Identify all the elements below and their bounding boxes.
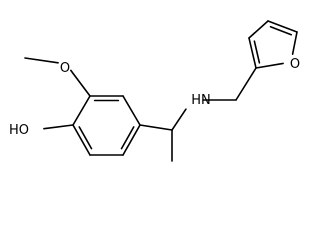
bond-c4-c5 (72, 124, 91, 156)
bond-c6-c1-inner (120, 126, 135, 150)
bond-c4-o_hydroxyl (43, 124, 74, 130)
bond-o_methoxy-c3 (70, 69, 91, 97)
methoxy-oxygen-label: O (60, 61, 70, 76)
bond-c6-c1 (122, 124, 141, 156)
bond-c1-c2 (122, 95, 141, 126)
bond-f2-f3-inner (253, 40, 261, 64)
bond-f3-f4 (248, 20, 269, 39)
bond-f5-f_o (291, 31, 298, 56)
furan-oxygen-label: O (290, 57, 300, 72)
hydroxyl-group: HO (9, 123, 29, 138)
bond-ch3_methoxy-o_methoxy (24, 57, 59, 64)
bond-f4-f5 (267, 20, 298, 33)
bond-layer (24, 20, 298, 162)
chemical-structure-diagram: O HO HN O (9, 20, 300, 162)
hydroxyl-label: HO (9, 123, 29, 138)
bond-ch2-f2 (235, 67, 257, 101)
bond-c4-c5-inner (78, 126, 93, 150)
bond-c3-c4 (72, 95, 91, 126)
methoxy-oxygen-atom: O (60, 61, 70, 76)
bond-f2-f3 (248, 37, 257, 69)
bond-c1-ch (139, 124, 173, 131)
bond-f_o-f2 (255, 62, 284, 69)
amine-group: HN (191, 93, 211, 108)
bond-ch-n (171, 108, 187, 131)
bond-f4-f5-inner (269, 25, 293, 36)
furan-oxygen-atom: O (290, 57, 300, 72)
amine-label: HN (191, 93, 211, 108)
